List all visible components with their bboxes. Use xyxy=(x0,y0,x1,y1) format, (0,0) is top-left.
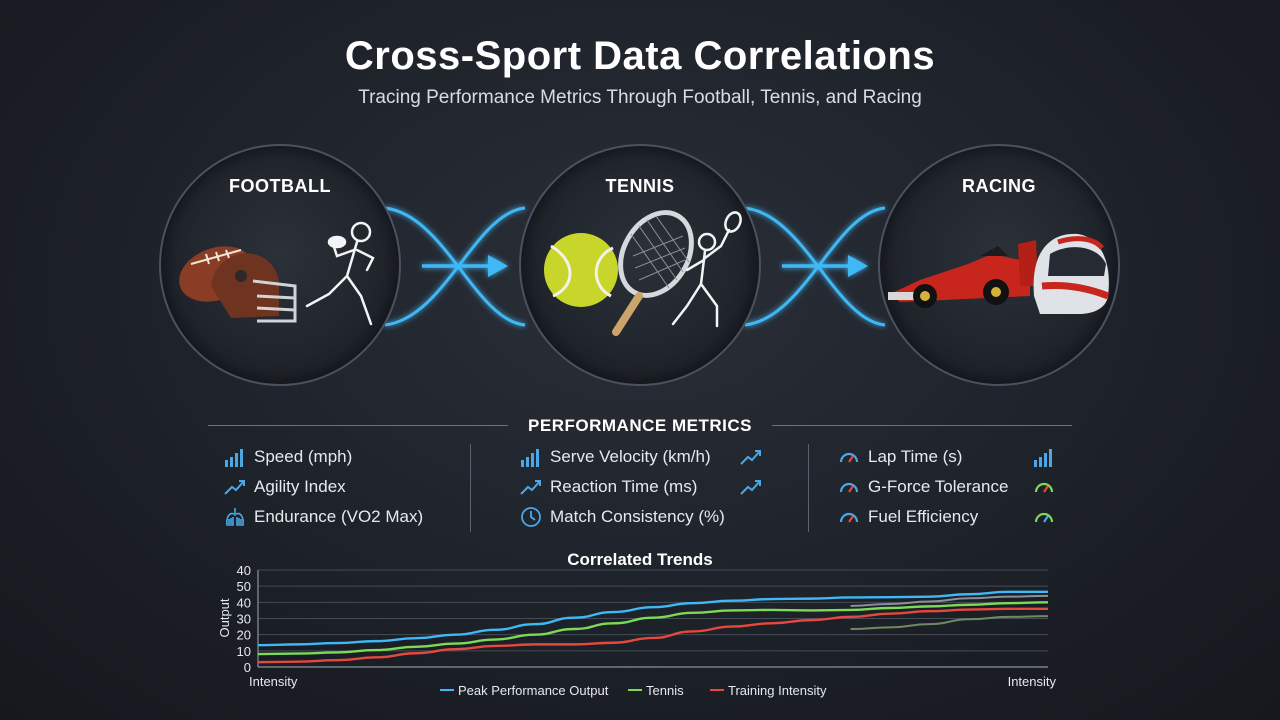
chart-ylabel: Output xyxy=(217,598,232,637)
metric-item: Agility Index xyxy=(224,475,346,499)
metric-item: Fuel Efficiency xyxy=(838,505,978,529)
y-tick-label: 40 xyxy=(237,563,251,578)
trend-line-icon xyxy=(224,480,245,495)
metric-label: Match Consistency (%) xyxy=(550,507,725,526)
ghost-series-line xyxy=(850,594,1049,607)
section-rule-right xyxy=(772,425,1072,426)
gauge-icon xyxy=(1034,512,1054,523)
metric-label: Reaction Time (ms) xyxy=(550,477,698,496)
connector-tennis-racing xyxy=(744,206,886,327)
sport-label: RACING xyxy=(962,176,1036,196)
series-line xyxy=(257,601,1049,656)
bar-chart-icon xyxy=(521,449,539,467)
sport-card-racing: RACING xyxy=(878,144,1120,386)
gauge-icon xyxy=(839,482,859,493)
legend-label: Tennis xyxy=(646,683,684,698)
clock-icon xyxy=(521,507,541,527)
racing-art xyxy=(888,233,1110,314)
sport-label: FOOTBALL xyxy=(229,176,331,196)
gauge-icon xyxy=(839,452,859,463)
y-tick-label: 10 xyxy=(237,644,251,659)
tennis-player-icon xyxy=(671,211,742,328)
trend-line-icon xyxy=(520,480,541,495)
bar-chart-icon xyxy=(225,449,243,467)
chart-xlabel-left: Intensity xyxy=(249,674,298,689)
tennis-ball-icon xyxy=(544,233,618,307)
gauge-icon xyxy=(1034,482,1054,493)
metric-item: Endurance (VO2 Max) xyxy=(224,505,423,529)
column-divider xyxy=(470,444,471,532)
trend-line-icon xyxy=(740,480,761,495)
page-title: Cross-Sport Data Correlations xyxy=(344,34,936,78)
column-divider xyxy=(808,444,809,532)
football-art xyxy=(179,221,375,326)
connector-football-tennis xyxy=(384,206,526,327)
connector-graphics xyxy=(384,206,886,327)
legend-label: Peak Performance Output xyxy=(458,683,609,698)
ghost-series-line xyxy=(850,615,1049,631)
section-title: PERFORMANCE METRICS xyxy=(528,416,752,435)
metric-label: G-Force Tolerance xyxy=(868,477,1009,496)
trend-line-icon xyxy=(740,450,761,465)
gauge-icon xyxy=(839,512,859,523)
metric-item: Speed (mph) xyxy=(224,445,352,469)
metric-item: Lap Time (s) xyxy=(838,445,962,469)
lungs-icon xyxy=(226,508,244,526)
tennis-racket-icon xyxy=(612,210,694,336)
metric-label: Endurance (VO2 Max) xyxy=(254,507,424,526)
series-line xyxy=(257,607,1048,664)
metric-item: G-Force Tolerance xyxy=(838,475,1008,499)
football-player-icon xyxy=(305,221,375,326)
metric-label: Speed (mph) xyxy=(254,447,353,466)
tennis-art xyxy=(544,210,742,336)
metric-label: Agility Index xyxy=(254,477,346,496)
y-tick-label: 20 xyxy=(237,628,251,643)
y-tick-label: 0 xyxy=(244,660,251,675)
y-tick-label: 40 xyxy=(237,595,251,610)
section-rule-left xyxy=(208,425,508,426)
y-tick-label: 50 xyxy=(237,579,251,594)
metric-item: Serve Velocity (km/h) xyxy=(520,445,711,469)
metric-label: Serve Velocity (km/h) xyxy=(550,447,711,466)
bar-chart-icon xyxy=(1034,449,1052,467)
sport-label: TENNIS xyxy=(605,176,675,196)
page-subtitle: Tracing Performance Metrics Through Foot… xyxy=(358,87,922,108)
sport-card-football: FOOTBALL xyxy=(159,144,401,386)
metric-item: Reaction Time (ms) xyxy=(520,475,697,499)
metric-label: Lap Time (s) xyxy=(868,447,963,466)
metric-item: Match Consistency (%) xyxy=(520,505,725,529)
football-helmet-icon xyxy=(179,246,297,323)
chart-title: Correlated Trends xyxy=(567,550,713,569)
y-tick-label: 30 xyxy=(237,612,251,627)
sport-card-tennis: TENNIS xyxy=(519,144,761,386)
metric-label: Fuel Efficiency xyxy=(868,507,979,526)
race-car-icon xyxy=(888,240,1038,308)
chart-xlabel-right: Intensity xyxy=(1008,674,1057,689)
racing-helmet-icon xyxy=(1033,233,1110,314)
series-line xyxy=(257,590,1048,647)
legend-label: Training Intensity xyxy=(728,683,827,698)
